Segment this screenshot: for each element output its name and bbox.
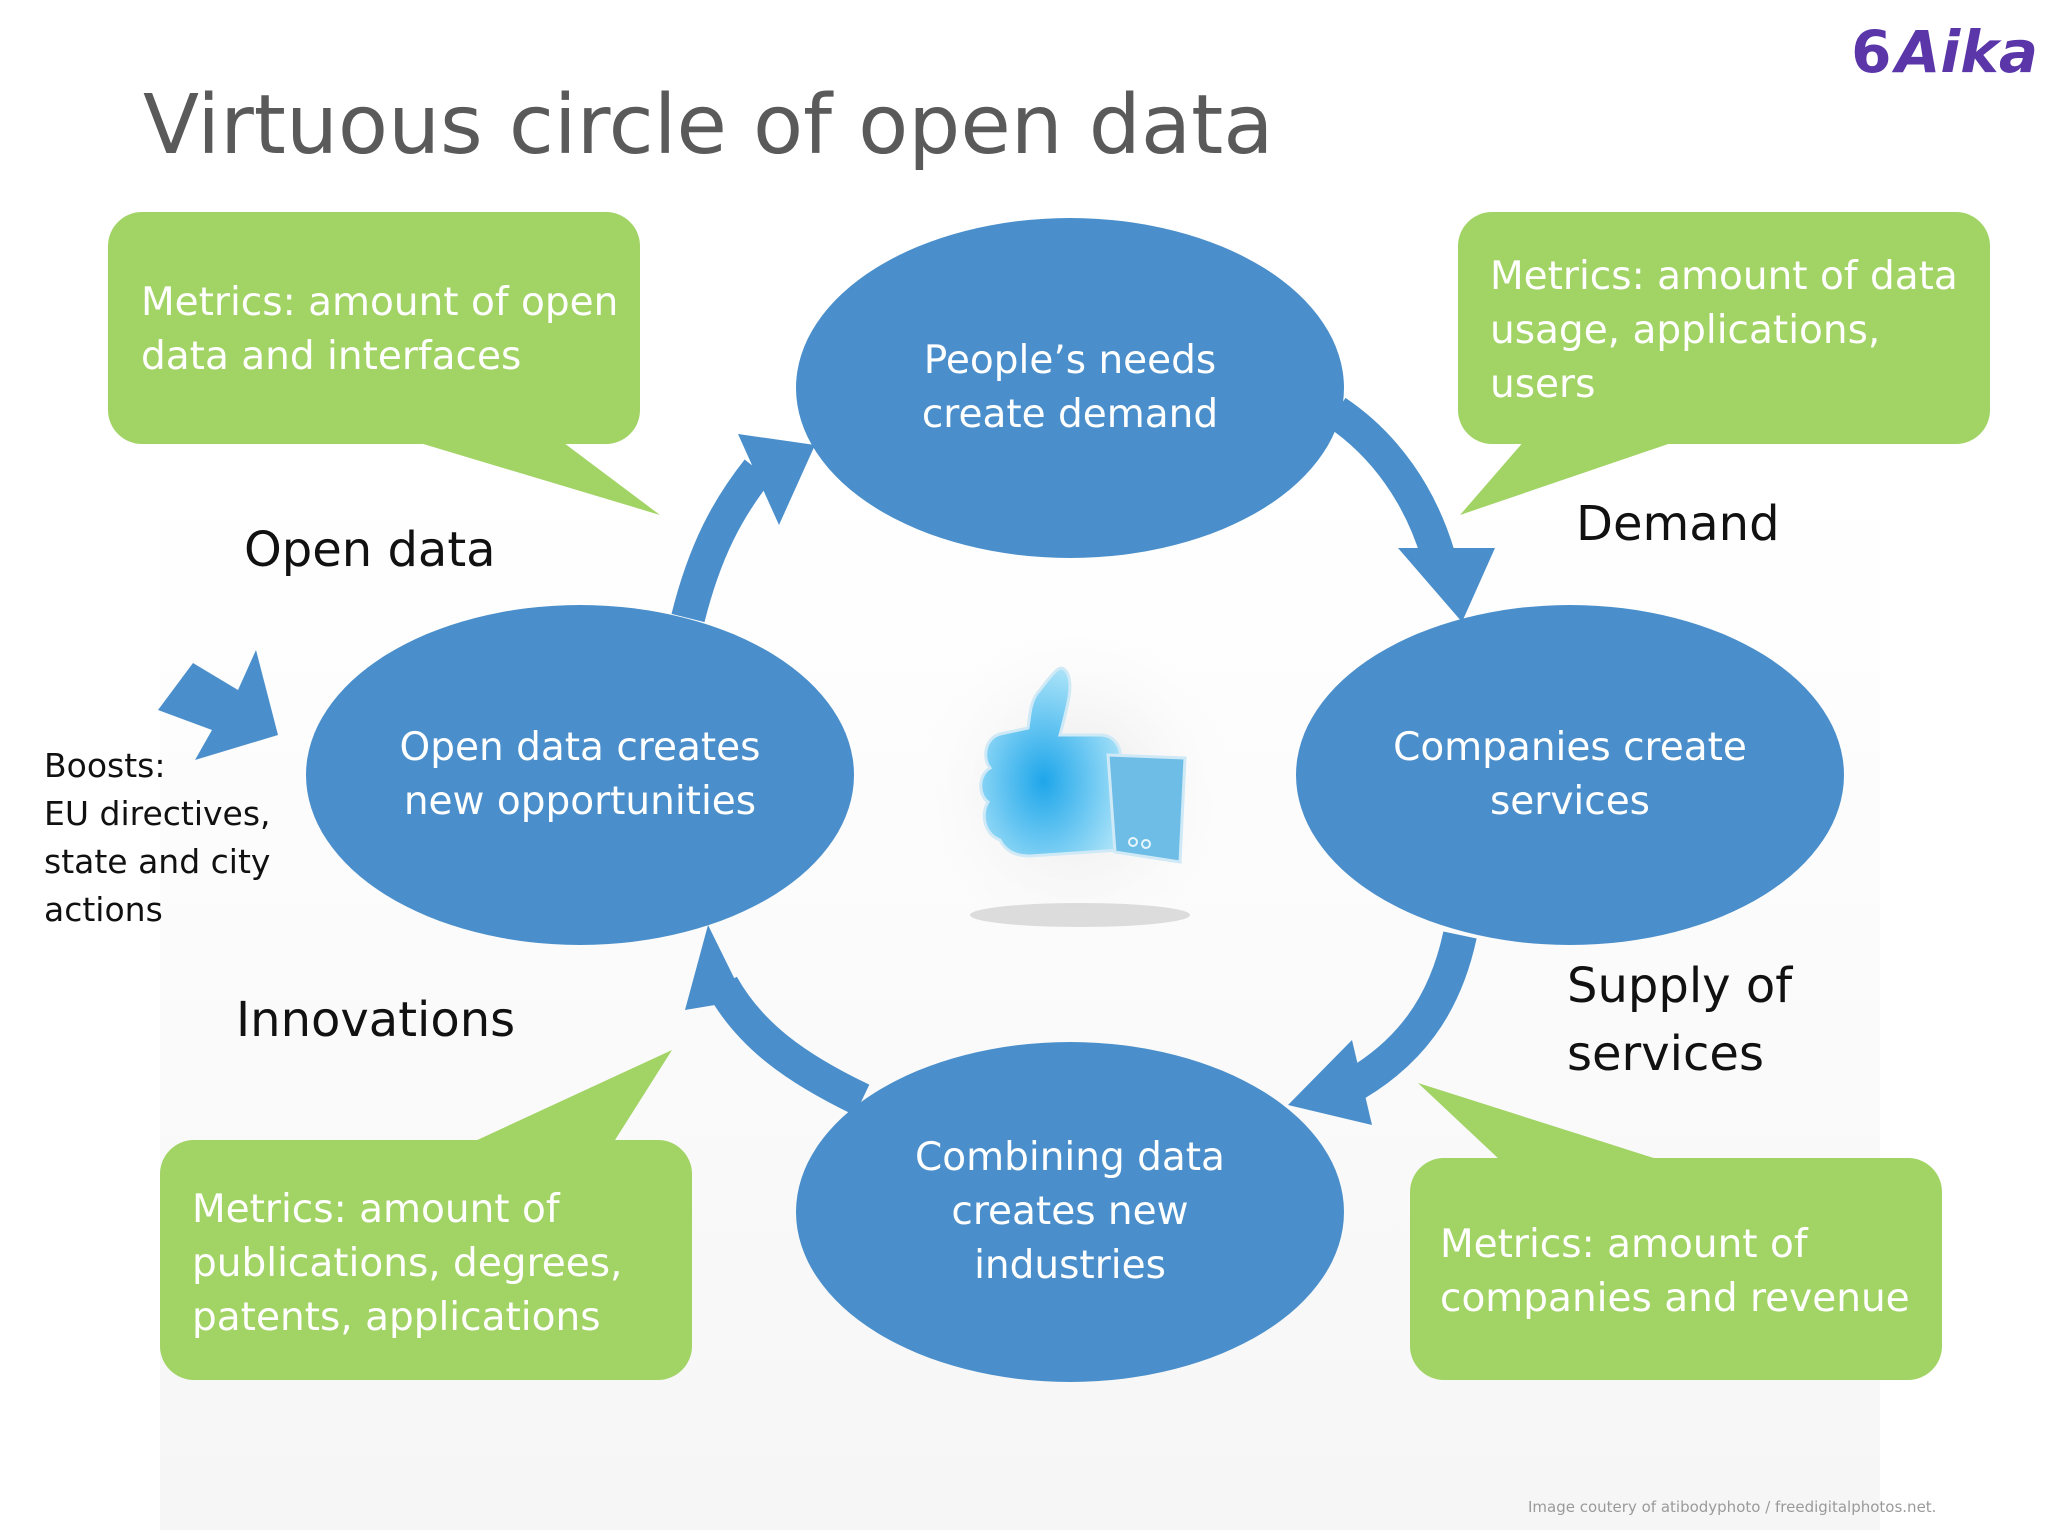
cycle-node-top-text: People’s needs create demand [796,218,1344,558]
stage-label-open-data: Open data [244,522,496,578]
cycle-node-right-line2: services [1489,779,1651,824]
metrics-bubble-top-left [108,212,640,444]
arrowhead-bottom [1288,1040,1372,1125]
metrics-bubble-top-right [1458,212,1990,444]
cycle-node-bottom-text: Combining data creates new industries [796,1042,1344,1382]
cycle-node-bottom-line3: industries [974,1243,1166,1288]
cycle-node-top [796,218,1344,558]
metrics-bottom-right-line1: Metrics: amount of [1440,1222,1808,1267]
cycle-node-bottom [796,1042,1344,1382]
cycle-node-bottom-line1: Combining data [915,1135,1225,1180]
metrics-bottom-left-text: Metrics: amount of publications, degrees… [192,1183,672,1345]
thumbs-up-icon [895,610,1255,970]
boosts-line3: state and city [44,842,271,881]
metrics-top-left-line1: Metrics: amount of open [141,280,619,325]
boosts-line1: Boosts: [44,746,166,785]
boosts-note: Boosts: EU directives, state and city ac… [44,742,271,934]
cycle-node-right [1296,605,1844,945]
cycle-node-right-text: Companies create services [1296,605,1844,945]
metrics-top-right-text: Metrics: amount of data usage, applicati… [1490,250,1970,412]
metrics-top-right-line3: users [1490,362,1596,407]
metrics-bubble-bottom-left [160,1140,692,1380]
metrics-top-right-line1: Metrics: amount of data [1490,254,1958,299]
logo-number: 6 [1851,18,1892,86]
cycle-node-left [306,605,854,945]
bubble-tail-bottom-left [460,1050,672,1148]
arrow-bottom-to-left [707,976,870,1116]
cycle-node-top-line2: create demand [921,392,1219,437]
metrics-top-right-line2: usage, applications, [1490,308,1881,353]
boost-arrow [158,650,278,760]
arrowhead-top [738,434,815,525]
metrics-bottom-right-line2: companies and revenue [1440,1276,1910,1321]
bubble-tail-bottom-right [1418,1083,1660,1160]
metrics-top-left-text: Metrics: amount of open data and interfa… [141,276,621,384]
metrics-top-left-line2: data and interfaces [141,334,522,379]
cycle-node-top-line1: People’s needs [923,338,1217,383]
bubble-tail-top-left [410,440,660,515]
cycle-node-left-line2: new opportunities [403,779,757,824]
stage-label-demand: Demand [1576,496,1780,552]
stage-label-innovations: Innovations [236,992,516,1048]
stage-label-supply-line2: services [1567,1026,1764,1082]
bubble-tail-top-right [1460,440,1680,515]
logo-name: Aika [1895,18,2038,86]
metrics-bottom-left-line3: patents, applications [192,1295,601,1340]
arrowhead-right [1398,548,1495,622]
boosts-line4: actions [44,890,163,929]
arrow-top-to-right [1326,397,1455,561]
cycle-node-bottom-line2: creates new [951,1189,1189,1234]
metrics-bubble-bottom-right [1410,1158,1942,1380]
logo: 6Aika [1851,18,2038,86]
metrics-bottom-left-line2: publications, degrees, [192,1241,623,1286]
stage-label-supply-line1: Supply of [1567,958,1793,1014]
page-title: Virtuous circle of open data [143,78,1274,173]
cycle-node-right-line1: Companies create [1393,725,1747,770]
boosts-line2: EU directives, [44,794,271,833]
image-credit: Image coutery of atibodyphoto / freedigi… [1528,1498,1937,1516]
cycle-node-left-line1: Open data creates [399,725,761,770]
arrow-left-to-top [671,459,772,623]
metrics-bottom-left-line1: Metrics: amount of [192,1187,560,1232]
metrics-bottom-right-text: Metrics: amount of companies and revenue [1440,1218,1920,1326]
stage-label-supply: Supply of services [1567,952,1792,1088]
arrowhead-left [685,925,745,1010]
cycle-node-left-text: Open data creates new opportunities [306,605,854,945]
arrow-right-to-bottom [1336,931,1477,1105]
